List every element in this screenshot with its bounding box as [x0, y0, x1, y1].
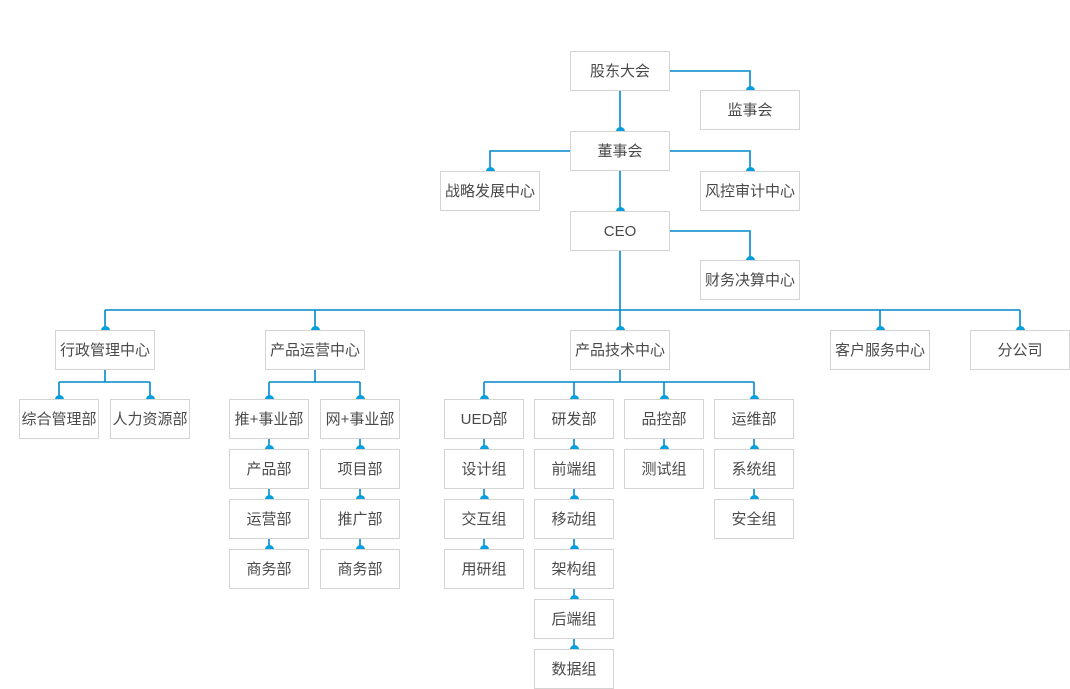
- node-data-group[interactable]: 数据组: [534, 649, 614, 689]
- node-supervisors[interactable]: 监事会: [700, 90, 800, 130]
- node-rd-dept[interactable]: 研发部: [534, 399, 614, 439]
- node-product-dept[interactable]: 产品部: [229, 449, 309, 489]
- node-risk-audit-center[interactable]: 风控审计中心: [700, 171, 800, 211]
- node-business-dept-1[interactable]: 商务部: [229, 549, 309, 589]
- node-business-dept-2[interactable]: 商务部: [320, 549, 400, 589]
- node-shareholders[interactable]: 股东大会: [570, 51, 670, 91]
- node-qa-dept[interactable]: 品控部: [624, 399, 704, 439]
- node-user-research-group[interactable]: 用研组: [444, 549, 524, 589]
- node-backend-group[interactable]: 后端组: [534, 599, 614, 639]
- node-branch-company[interactable]: 分公司: [970, 330, 1070, 370]
- node-strategy-center[interactable]: 战略发展中心: [440, 171, 540, 211]
- node-security-group[interactable]: 安全组: [714, 499, 794, 539]
- node-design-group[interactable]: 设计组: [444, 449, 524, 489]
- node-ued-dept[interactable]: UED部: [444, 399, 524, 439]
- node-board[interactable]: 董事会: [570, 131, 670, 171]
- node-wang-bu[interactable]: 网+事业部: [320, 399, 400, 439]
- node-general-admin-dept[interactable]: 综合管理部: [19, 399, 99, 439]
- node-customer-service-center[interactable]: 客户服务中心: [830, 330, 930, 370]
- node-frontend-group[interactable]: 前端组: [534, 449, 614, 489]
- node-project-dept[interactable]: 项目部: [320, 449, 400, 489]
- node-hr-dept[interactable]: 人力资源部: [110, 399, 190, 439]
- node-product-tech-center[interactable]: 产品技术中心: [570, 330, 670, 370]
- node-product-ops-center[interactable]: 产品运营中心: [265, 330, 365, 370]
- node-finance-center[interactable]: 财务决算中心: [700, 260, 800, 300]
- node-interaction-group[interactable]: 交互组: [444, 499, 524, 539]
- node-architecture-group[interactable]: 架构组: [534, 549, 614, 589]
- node-admin-center[interactable]: 行政管理中心: [55, 330, 155, 370]
- node-system-group[interactable]: 系统组: [714, 449, 794, 489]
- node-tui-bu[interactable]: 推+事业部: [229, 399, 309, 439]
- node-ops-dept[interactable]: 运维部: [714, 399, 794, 439]
- node-operations-dept[interactable]: 运营部: [229, 499, 309, 539]
- node-ceo[interactable]: CEO: [570, 211, 670, 251]
- node-test-group[interactable]: 测试组: [624, 449, 704, 489]
- node-mobile-group[interactable]: 移动组: [534, 499, 614, 539]
- node-promotion-dept[interactable]: 推广部: [320, 499, 400, 539]
